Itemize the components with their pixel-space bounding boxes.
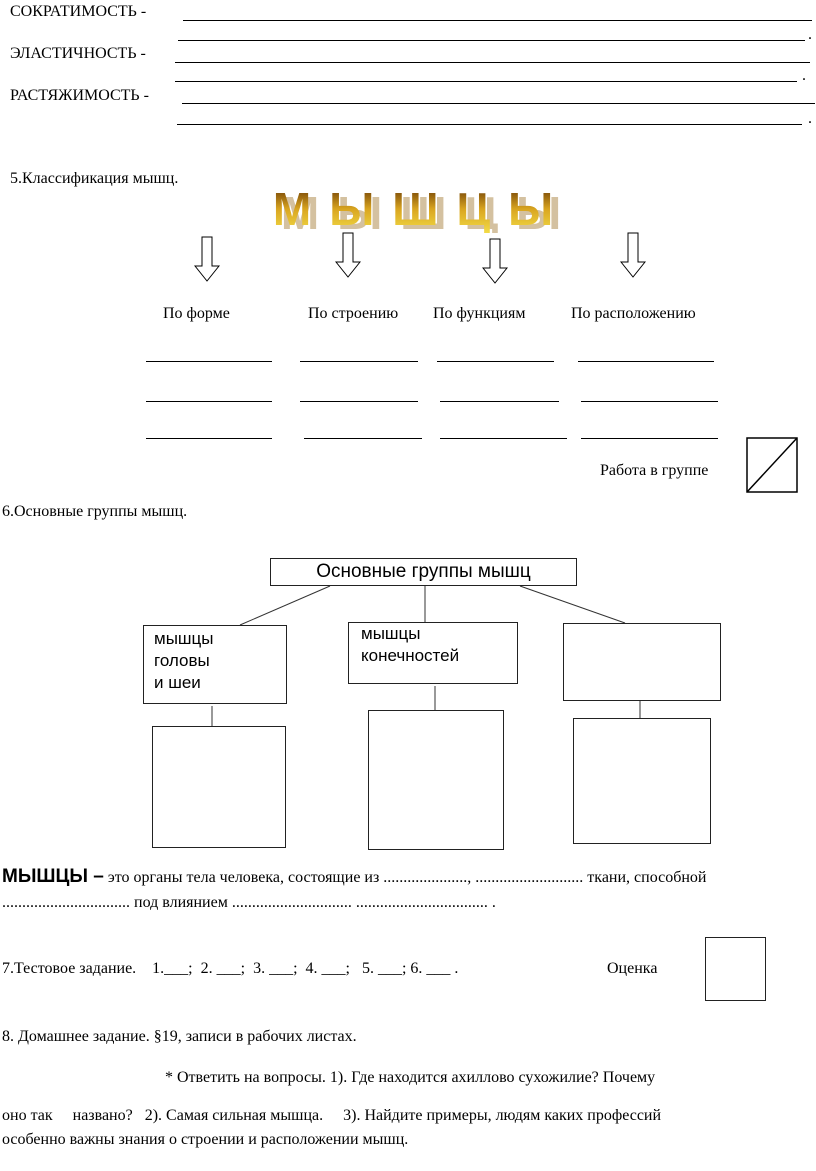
diagram-answer-box (573, 718, 711, 844)
answer-line (304, 438, 422, 439)
section8-heading: 8. Домашнее задание. §19, записи в рабоч… (2, 1028, 357, 1045)
answer-line (440, 401, 559, 402)
box-text: мышцы (361, 624, 421, 643)
answer-line (183, 20, 812, 21)
down-arrow-icon (482, 238, 508, 284)
answer-line (578, 361, 714, 362)
homework-questions-line3: особенно важны знания о строении и распо… (2, 1131, 409, 1148)
period: . (802, 67, 806, 84)
box-text: и шеи (154, 673, 201, 692)
muscles-definition-line2: ................................ под вли… (2, 894, 496, 911)
answer-line (581, 401, 718, 402)
box-text: конечностей (361, 646, 460, 665)
answer-line (177, 124, 802, 125)
diagram-connectors (211, 585, 641, 726)
answer-line (175, 62, 810, 63)
diagram-root-box: Основные группы мышц (270, 558, 577, 586)
term-contractility: СОКРАТИМОСТЬ - (10, 3, 147, 20)
grade-box (705, 937, 766, 1001)
section5-heading: 5.Классификация мышц. (10, 170, 179, 187)
term-elasticity: ЭЛАСТИЧНОСТЬ - (10, 45, 146, 62)
down-arrow-icon (335, 232, 361, 278)
diagram-answer-box (368, 710, 504, 850)
answer-line (178, 40, 805, 41)
definition-text: это органы тела человека, состоящие из .… (103, 869, 707, 886)
answer-line (300, 361, 418, 362)
answer-line (146, 438, 272, 439)
answer-line (146, 401, 272, 402)
period: . (808, 110, 812, 127)
diagram-answer-box (152, 726, 286, 848)
category-location: По расположению (571, 305, 696, 322)
grade-label: Оценка (607, 960, 658, 977)
group-work-box (746, 437, 798, 493)
answer-line (437, 361, 554, 362)
answer-line (146, 361, 272, 362)
answer-line (175, 81, 797, 82)
homework-questions-line2: оно так названо? 2). Самая сильная мышца… (2, 1107, 662, 1124)
category-structure: По строению (308, 305, 399, 322)
wordart-muscles: МЫШЦЫ (273, 183, 571, 233)
diagram-box-head-neck: мышцы головы и шеи (143, 625, 287, 704)
answer-line (581, 438, 718, 439)
muscles-definition-line1: МЫШЦЫ – это органы тела человека, состоя… (2, 866, 706, 889)
homework-questions-line1: * Ответить на вопросы. 1). Где находится… (165, 1069, 656, 1086)
answer-line (300, 401, 418, 402)
box-text: головы (154, 651, 210, 670)
answer-line (440, 438, 567, 439)
down-arrow-icon (194, 236, 220, 282)
category-shape: По форме (163, 305, 230, 322)
group-work-label: Работа в группе (600, 462, 709, 479)
diagram-box-limbs: мышцы конечностей (348, 622, 518, 684)
period: . (808, 26, 812, 43)
answer-line (182, 103, 815, 104)
section6-heading: 6.Основные группы мышц. (2, 503, 188, 520)
category-function: По функциям (433, 305, 526, 322)
diagram-box-empty (563, 623, 721, 701)
section7-test: 7.Тестовое задание. 1.___; 2. ___; 3. __… (2, 960, 459, 977)
wordart-text: МЫШЦЫ (273, 183, 571, 233)
box-text: мышцы (154, 629, 214, 648)
definition-term: МЫШЦЫ – (2, 866, 104, 887)
term-extensibility: РАСТЯЖИМОСТЬ - (10, 87, 149, 104)
down-arrow-icon (620, 232, 646, 278)
